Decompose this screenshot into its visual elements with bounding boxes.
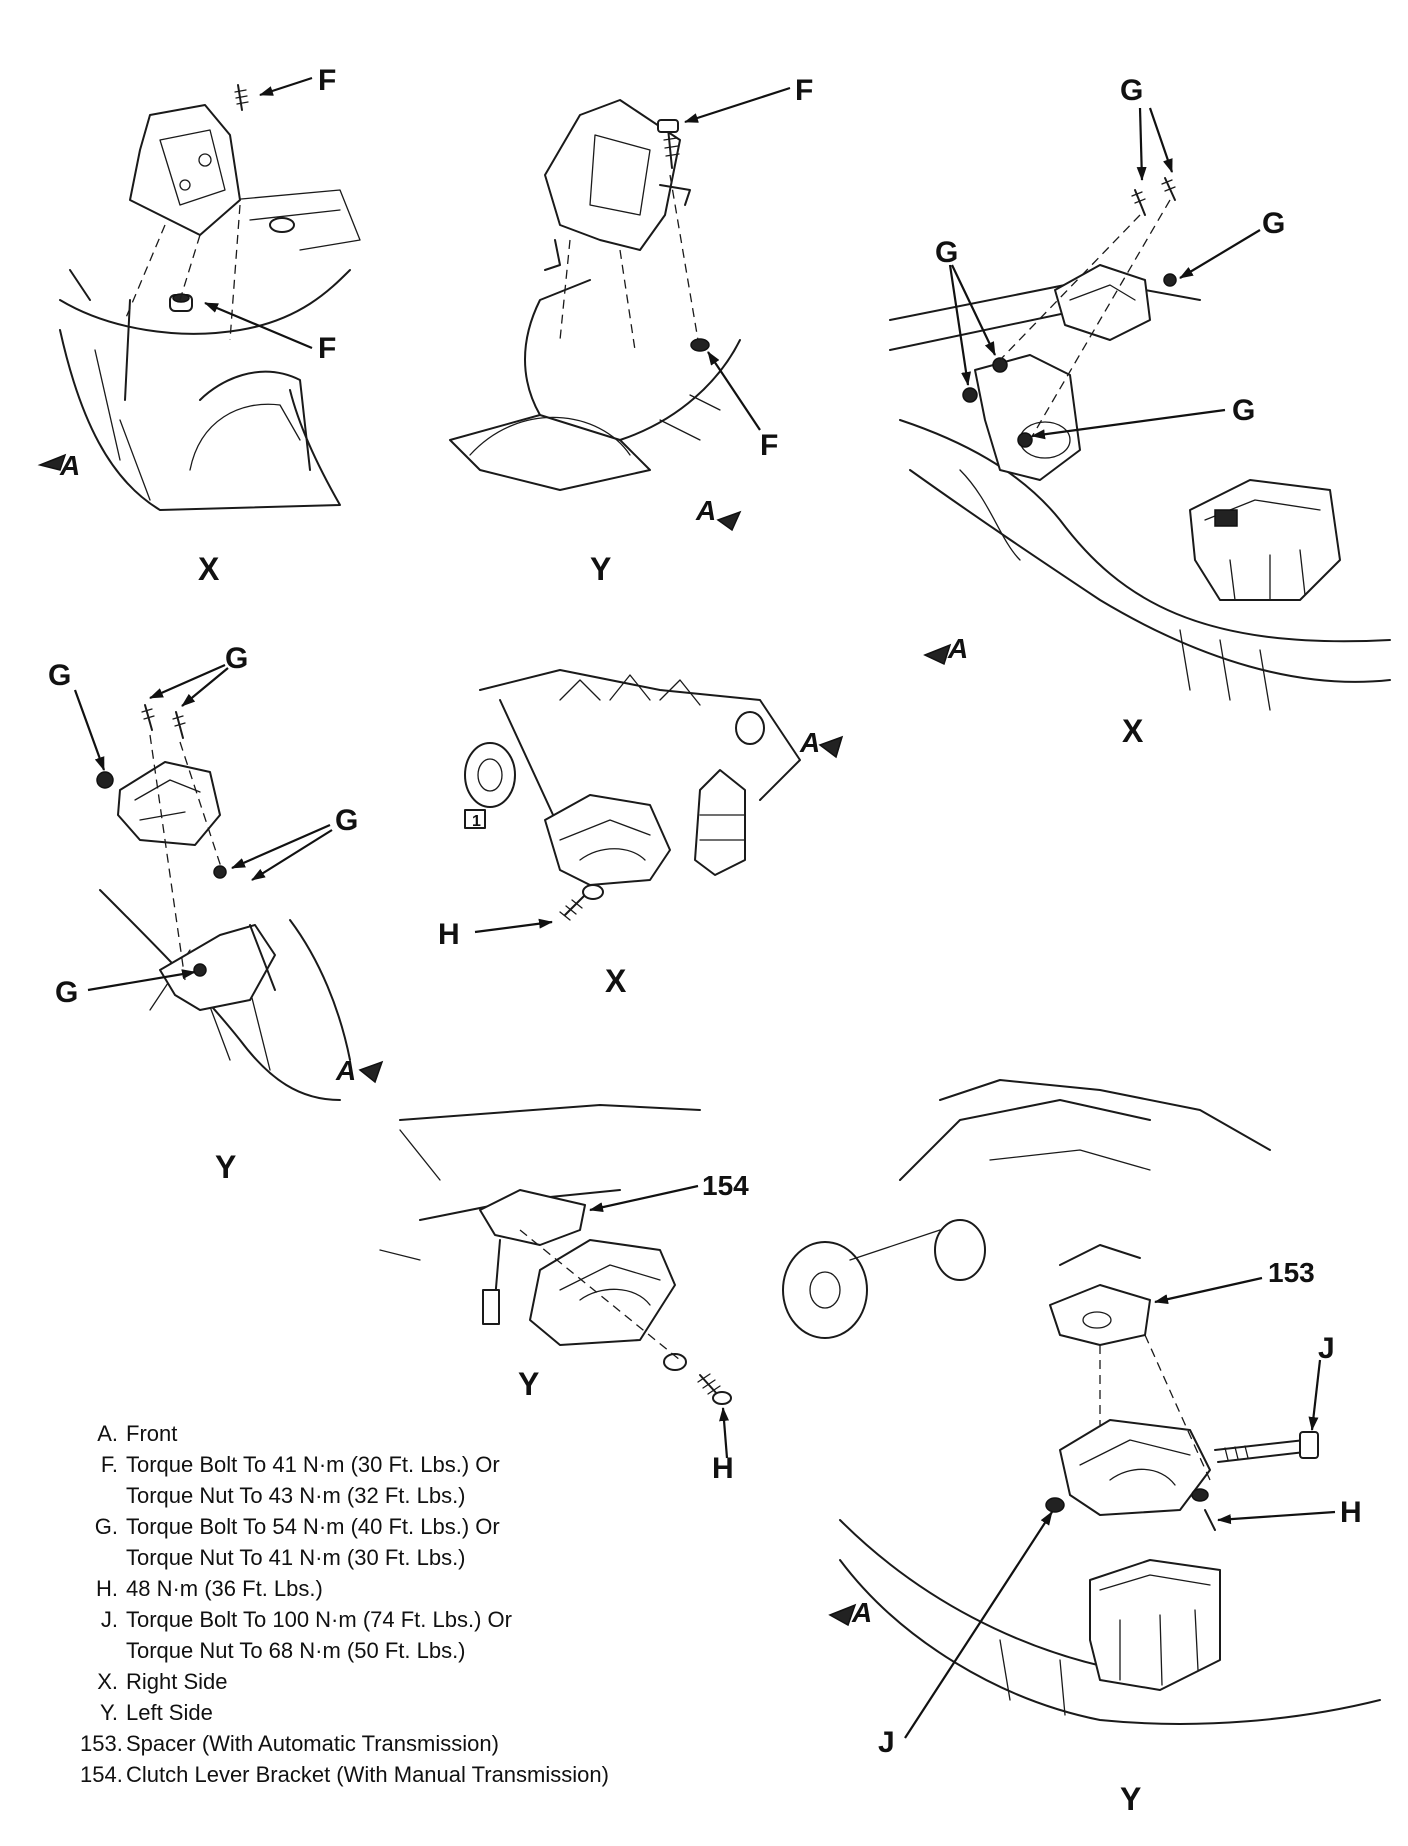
- legend-item: X. Right Side: [80, 1666, 800, 1697]
- view-label-x-1: X: [198, 551, 220, 587]
- callout-g-7: G: [335, 804, 358, 837]
- view-label-y-4: Y: [1120, 1781, 1141, 1817]
- callout-j-1: J: [1318, 1332, 1335, 1365]
- legend-text: Torque Bolt To 54 N·m (40 Ft. Lbs.) Or: [126, 1514, 500, 1539]
- panel-lower-center-left-side: [379, 1104, 732, 1459]
- legend-text: Spacer (With Automatic Transmission): [126, 1731, 499, 1756]
- legend-item: G. Torque Bolt To 54 N·m (40 Ft. Lbs.) Or: [80, 1511, 800, 1542]
- callout-g-3: G: [935, 236, 958, 269]
- view-label-y-1: Y: [590, 551, 611, 587]
- legend-key: X.: [97, 1669, 118, 1694]
- legend-item: Torque Nut To 43 N·m (32 Ft. Lbs.): [80, 1480, 800, 1511]
- legend-item: J. Torque Bolt To 100 N·m (74 Ft. Lbs.) O…: [80, 1604, 800, 1635]
- view-label-x-2: X: [1122, 713, 1144, 749]
- callout-f-1: F: [318, 64, 336, 97]
- legend-text: 48 N·m (36 Ft. Lbs.): [126, 1576, 323, 1601]
- callout-h-1: H: [438, 918, 460, 951]
- panel-top-left-right-side: [37, 76, 361, 511]
- legend-item: 153.Spacer (With Automatic Transmission): [80, 1728, 800, 1759]
- legend-item: Torque Nut To 41 N·m (30 Ft. Lbs.): [80, 1542, 800, 1573]
- legend-item: H. 48 N·m (36 Ft. Lbs.): [80, 1573, 800, 1604]
- front-marker-1: A: [59, 450, 80, 481]
- callout-g-4: G: [1232, 394, 1255, 427]
- legend-item: F. Torque Bolt To 41 N·m (30 Ft. Lbs.) Or: [80, 1449, 800, 1480]
- legend-item: A. Front: [80, 1418, 800, 1449]
- callout-g-8: G: [55, 976, 78, 1009]
- legend-text: Torque Nut To 68 N·m (50 Ft. Lbs.): [126, 1638, 466, 1663]
- callout-g-5: G: [225, 642, 248, 675]
- legend-key: 154.: [80, 1762, 123, 1787]
- legend-text: Torque Nut To 41 N·m (30 Ft. Lbs.): [126, 1545, 466, 1570]
- front-marker-5: A: [799, 727, 820, 758]
- front-marker-4: A: [335, 1055, 356, 1086]
- legend-key: 153.: [80, 1731, 123, 1756]
- panel-middle-left-left-side: [73, 663, 384, 1101]
- panel-top-center-left-side: [449, 86, 791, 532]
- legend-text: Clutch Lever Bracket (With Manual Transm…: [126, 1762, 609, 1787]
- callout-f-3: F: [795, 74, 813, 107]
- legend-key: Y.: [100, 1700, 118, 1725]
- legend-key: A.: [97, 1421, 118, 1446]
- legend-key: G.: [94, 1514, 118, 1539]
- legend-key: J.: [100, 1607, 118, 1632]
- callout-154: 154: [702, 1170, 749, 1201]
- legend-text: Left Side: [126, 1700, 213, 1725]
- front-marker-2: A: [695, 495, 716, 526]
- legend-key: [80, 1542, 126, 1573]
- legend-text: Torque Nut To 43 N·m (32 Ft. Lbs.): [126, 1483, 466, 1508]
- legend-item: 154.Clutch Lever Bracket (With Manual Tr…: [80, 1759, 800, 1790]
- callout-f-2: F: [318, 332, 336, 365]
- front-marker-3: A: [947, 633, 968, 664]
- callout-g-2: G: [1262, 207, 1285, 240]
- legend-key: F.: [100, 1452, 118, 1477]
- front-marker-6: A: [851, 1597, 872, 1628]
- legend-text: Front: [126, 1421, 178, 1446]
- callout-f-4: F: [760, 429, 778, 462]
- callout-153: 153: [1268, 1257, 1315, 1288]
- legend-item: Y. Left Side: [80, 1697, 800, 1728]
- view-label-x-3: X: [605, 963, 627, 999]
- legend-text: Torque Bolt To 100 N·m (74 Ft. Lbs.) Or: [126, 1607, 512, 1632]
- callout-h-2: H: [712, 1452, 734, 1485]
- legend-key: [80, 1480, 126, 1511]
- legend-key: [80, 1635, 126, 1666]
- callout-h-3: H: [1340, 1496, 1362, 1529]
- callout-g-6: G: [48, 659, 71, 692]
- panel-middle-center-right-side: [464, 669, 844, 934]
- view-label-y-2: Y: [215, 1149, 236, 1185]
- callout-g-1: G: [1120, 74, 1143, 107]
- legend-item: Torque Nut To 68 N·m (50 Ft. Lbs.): [80, 1635, 800, 1666]
- callout-j-2: J: [878, 1726, 895, 1759]
- view-label-y-3: Y: [518, 1366, 539, 1402]
- callout-box-1: 1: [472, 813, 481, 830]
- legend-key: H.: [96, 1576, 118, 1601]
- panel-top-right-right-side: [889, 107, 1391, 711]
- panel-lower-right-left-side: [782, 1079, 1381, 1739]
- legend-text: Right Side: [126, 1669, 228, 1694]
- legend-text: Torque Bolt To 41 N·m (30 Ft. Lbs.) Or: [126, 1452, 500, 1477]
